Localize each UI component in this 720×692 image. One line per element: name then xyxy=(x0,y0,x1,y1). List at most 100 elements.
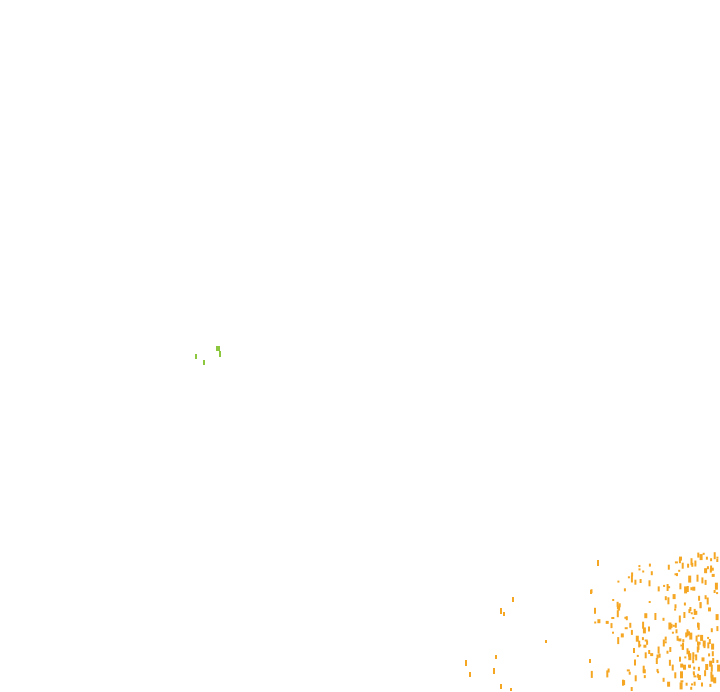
orange-feature xyxy=(625,616,628,621)
orange-feature xyxy=(683,602,686,606)
orange-feature xyxy=(662,617,665,621)
orange-feature xyxy=(644,652,647,659)
orange-feature xyxy=(688,575,692,583)
orange-feature xyxy=(668,622,672,630)
orange-feature xyxy=(704,579,707,585)
orange-feature xyxy=(682,639,685,643)
orange-feature xyxy=(680,671,683,679)
orange-feature xyxy=(693,675,697,678)
orange-feature xyxy=(605,620,609,624)
orange-feature xyxy=(697,552,700,558)
orange-feature-cluster xyxy=(465,552,720,691)
orange-feature xyxy=(512,597,514,602)
orange-feature xyxy=(638,640,641,646)
orange-feature xyxy=(650,571,653,576)
orange-feature xyxy=(686,648,689,655)
orange-feature xyxy=(689,632,693,640)
orange-feature xyxy=(590,590,592,594)
orange-feature xyxy=(648,563,651,567)
orange-feature xyxy=(644,639,648,642)
orange-feature xyxy=(674,573,677,576)
orange-feature xyxy=(676,573,678,577)
orange-feature xyxy=(597,619,601,624)
orange-feature xyxy=(674,622,677,628)
orange-feature xyxy=(656,668,659,672)
orange-feature xyxy=(675,629,678,634)
orange-feature xyxy=(674,561,678,564)
orange-feature xyxy=(696,574,699,582)
orange-feature xyxy=(717,664,720,672)
orange-feature xyxy=(711,643,715,650)
orange-feature xyxy=(689,607,692,611)
orange-feature xyxy=(630,629,633,635)
orange-feature xyxy=(692,652,695,660)
orange-feature xyxy=(693,666,696,670)
orange-feature xyxy=(623,588,626,592)
orange-feature xyxy=(643,675,646,679)
orange-feature xyxy=(510,688,512,691)
orange-feature xyxy=(650,653,654,657)
orange-feature xyxy=(648,601,651,603)
orange-feature xyxy=(688,631,690,636)
orange-feature xyxy=(594,607,596,614)
orange-feature xyxy=(656,654,659,659)
orange-feature xyxy=(668,659,671,666)
orange-feature xyxy=(503,612,505,616)
orange-feature xyxy=(697,634,700,637)
orange-feature xyxy=(648,580,651,587)
orange-feature xyxy=(638,565,641,568)
orange-feature xyxy=(648,626,650,632)
orange-feature xyxy=(666,584,669,591)
orange-feature xyxy=(716,556,719,559)
orange-feature xyxy=(710,674,714,682)
orange-feature xyxy=(692,659,695,664)
orange-feature xyxy=(688,664,691,668)
orange-feature xyxy=(676,635,679,641)
orange-feature xyxy=(627,576,630,579)
orange-feature xyxy=(648,650,651,654)
orange-feature xyxy=(713,552,716,560)
orange-feature xyxy=(691,683,693,686)
orange-feature xyxy=(716,659,719,663)
orange-feature xyxy=(639,579,642,583)
orange-feature xyxy=(657,586,660,592)
orange-feature xyxy=(641,637,644,641)
orange-feature xyxy=(680,644,683,647)
orange-feature xyxy=(706,566,709,570)
orange-feature xyxy=(707,642,710,649)
orange-feature xyxy=(667,564,670,570)
orange-feature xyxy=(690,612,693,615)
orange-feature xyxy=(681,562,684,569)
orange-feature xyxy=(667,597,670,605)
orange-feature xyxy=(692,586,696,591)
orange-feature xyxy=(642,621,645,629)
orange-feature xyxy=(672,624,675,627)
orange-feature xyxy=(699,554,703,561)
orange-feature xyxy=(710,664,713,672)
orange-feature xyxy=(642,665,645,673)
orange-feature xyxy=(606,670,609,678)
orange-feature xyxy=(630,687,633,691)
orange-feature xyxy=(500,608,502,614)
orange-feature xyxy=(616,610,619,618)
orange-feature xyxy=(662,639,665,647)
orange-feature xyxy=(664,641,667,644)
orange-feature xyxy=(716,626,719,632)
orange-feature xyxy=(669,647,672,652)
orange-feature xyxy=(710,671,713,678)
orange-feature xyxy=(670,623,673,628)
orange-feature xyxy=(629,622,632,628)
orange-feature xyxy=(617,637,620,645)
orange-feature xyxy=(634,659,636,666)
orange-feature xyxy=(646,640,649,645)
orange-feature xyxy=(634,579,637,585)
orange-feature xyxy=(617,580,620,583)
orange-feature xyxy=(707,636,710,639)
orange-feature xyxy=(630,575,633,583)
orange-feature xyxy=(708,639,711,644)
orange-feature xyxy=(633,648,635,653)
orange-feature xyxy=(690,558,693,566)
